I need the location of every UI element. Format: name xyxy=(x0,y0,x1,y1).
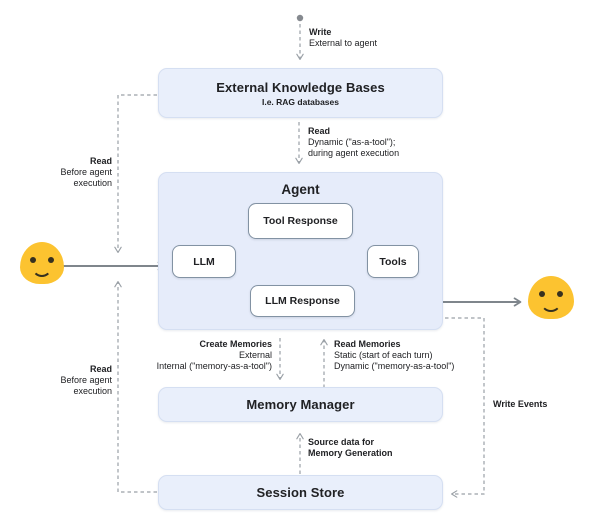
session-store-title: Session Store xyxy=(256,485,345,500)
label-create-memories-title: Create Memories xyxy=(199,339,272,349)
label-source-data-line1: Source data for xyxy=(308,437,375,447)
label-read-memories-line2: Dynamic ("memory-as-a-tool") xyxy=(334,361,455,371)
external-kb-title: External Knowledge Bases xyxy=(216,79,385,95)
external-kb-subtitle: I.e. RAG databases xyxy=(261,96,339,107)
tool-response-label: Tool Response xyxy=(263,215,338,227)
label-read-memories-line1: Static (start of each turn) xyxy=(334,350,433,360)
label-read-before-1-title: Read xyxy=(89,156,112,166)
node-session-store: Session Store xyxy=(158,475,443,510)
label-read-before-2: Read Before agent execution xyxy=(30,364,112,397)
emoji-eye-icon xyxy=(47,257,54,264)
node-external-knowledge-bases: External Knowledge Bases I.e. RAG databa… xyxy=(158,68,443,118)
write-origin-dot xyxy=(296,14,304,22)
node-llm-response: LLM Response xyxy=(250,285,355,317)
user-emoji-right-icon xyxy=(528,276,574,319)
llm-response-label: LLM Response xyxy=(265,295,340,307)
label-read-before-2-title: Read xyxy=(89,364,112,374)
label-create-memories-line2: Internal ("memory-as-a-tool") xyxy=(156,361,272,371)
memory-manager-title: Memory Manager xyxy=(246,397,355,412)
label-read-before-1: Read Before agent execution xyxy=(30,156,112,189)
label-source-data: Source data for Memory Generation xyxy=(308,437,393,459)
label-create-memories: Create Memories External Internal ("memo… xyxy=(100,339,272,372)
node-tool-response: Tool Response xyxy=(248,203,353,239)
node-llm: LLM xyxy=(172,245,236,278)
label-read-dynamic-line2: during agent execution xyxy=(308,148,400,158)
label-write-events-title: Write Events xyxy=(493,399,548,409)
user-emoji-left-icon xyxy=(20,242,64,284)
emoji-mouth-icon xyxy=(540,301,562,312)
edge-read-before-bottom xyxy=(114,281,157,493)
agent-title: Agent xyxy=(281,182,320,197)
edge-write-events xyxy=(445,317,485,498)
label-read-before-1-line2: execution xyxy=(73,178,112,188)
label-create-memories-line1: External xyxy=(238,350,272,360)
label-source-data-line2: Memory Generation xyxy=(308,448,393,458)
label-write-top: Write External to agent xyxy=(309,27,377,49)
emoji-eye-icon xyxy=(30,257,37,264)
label-read-before-2-line1: Before agent xyxy=(60,375,112,385)
emoji-eye-icon xyxy=(538,291,545,298)
node-memory-manager: Memory Manager xyxy=(158,387,443,422)
node-tools: Tools xyxy=(367,245,419,278)
tools-label: Tools xyxy=(379,255,407,268)
label-read-dynamic-title: Read xyxy=(308,126,331,136)
label-write-events: Write Events xyxy=(493,399,547,410)
label-read-memories: Read Memories Static (start of each turn… xyxy=(334,339,454,372)
label-read-memories-title: Read Memories xyxy=(334,339,401,349)
label-read-dynamic: Read Dynamic ("as-a-tool"); during agent… xyxy=(308,126,399,159)
emoji-eye-icon xyxy=(557,291,564,298)
emoji-mouth-icon xyxy=(31,267,53,277)
label-read-before-1-line1: Before agent xyxy=(60,167,112,177)
label-read-dynamic-line1: Dynamic ("as-a-tool"); xyxy=(308,137,396,147)
edge-read-before-top xyxy=(114,94,157,253)
llm-label: LLM xyxy=(193,255,215,268)
label-write-top-line1: External to agent xyxy=(309,38,378,48)
label-write-top-title: Write xyxy=(309,27,332,37)
label-read-before-2-line2: execution xyxy=(73,386,112,396)
